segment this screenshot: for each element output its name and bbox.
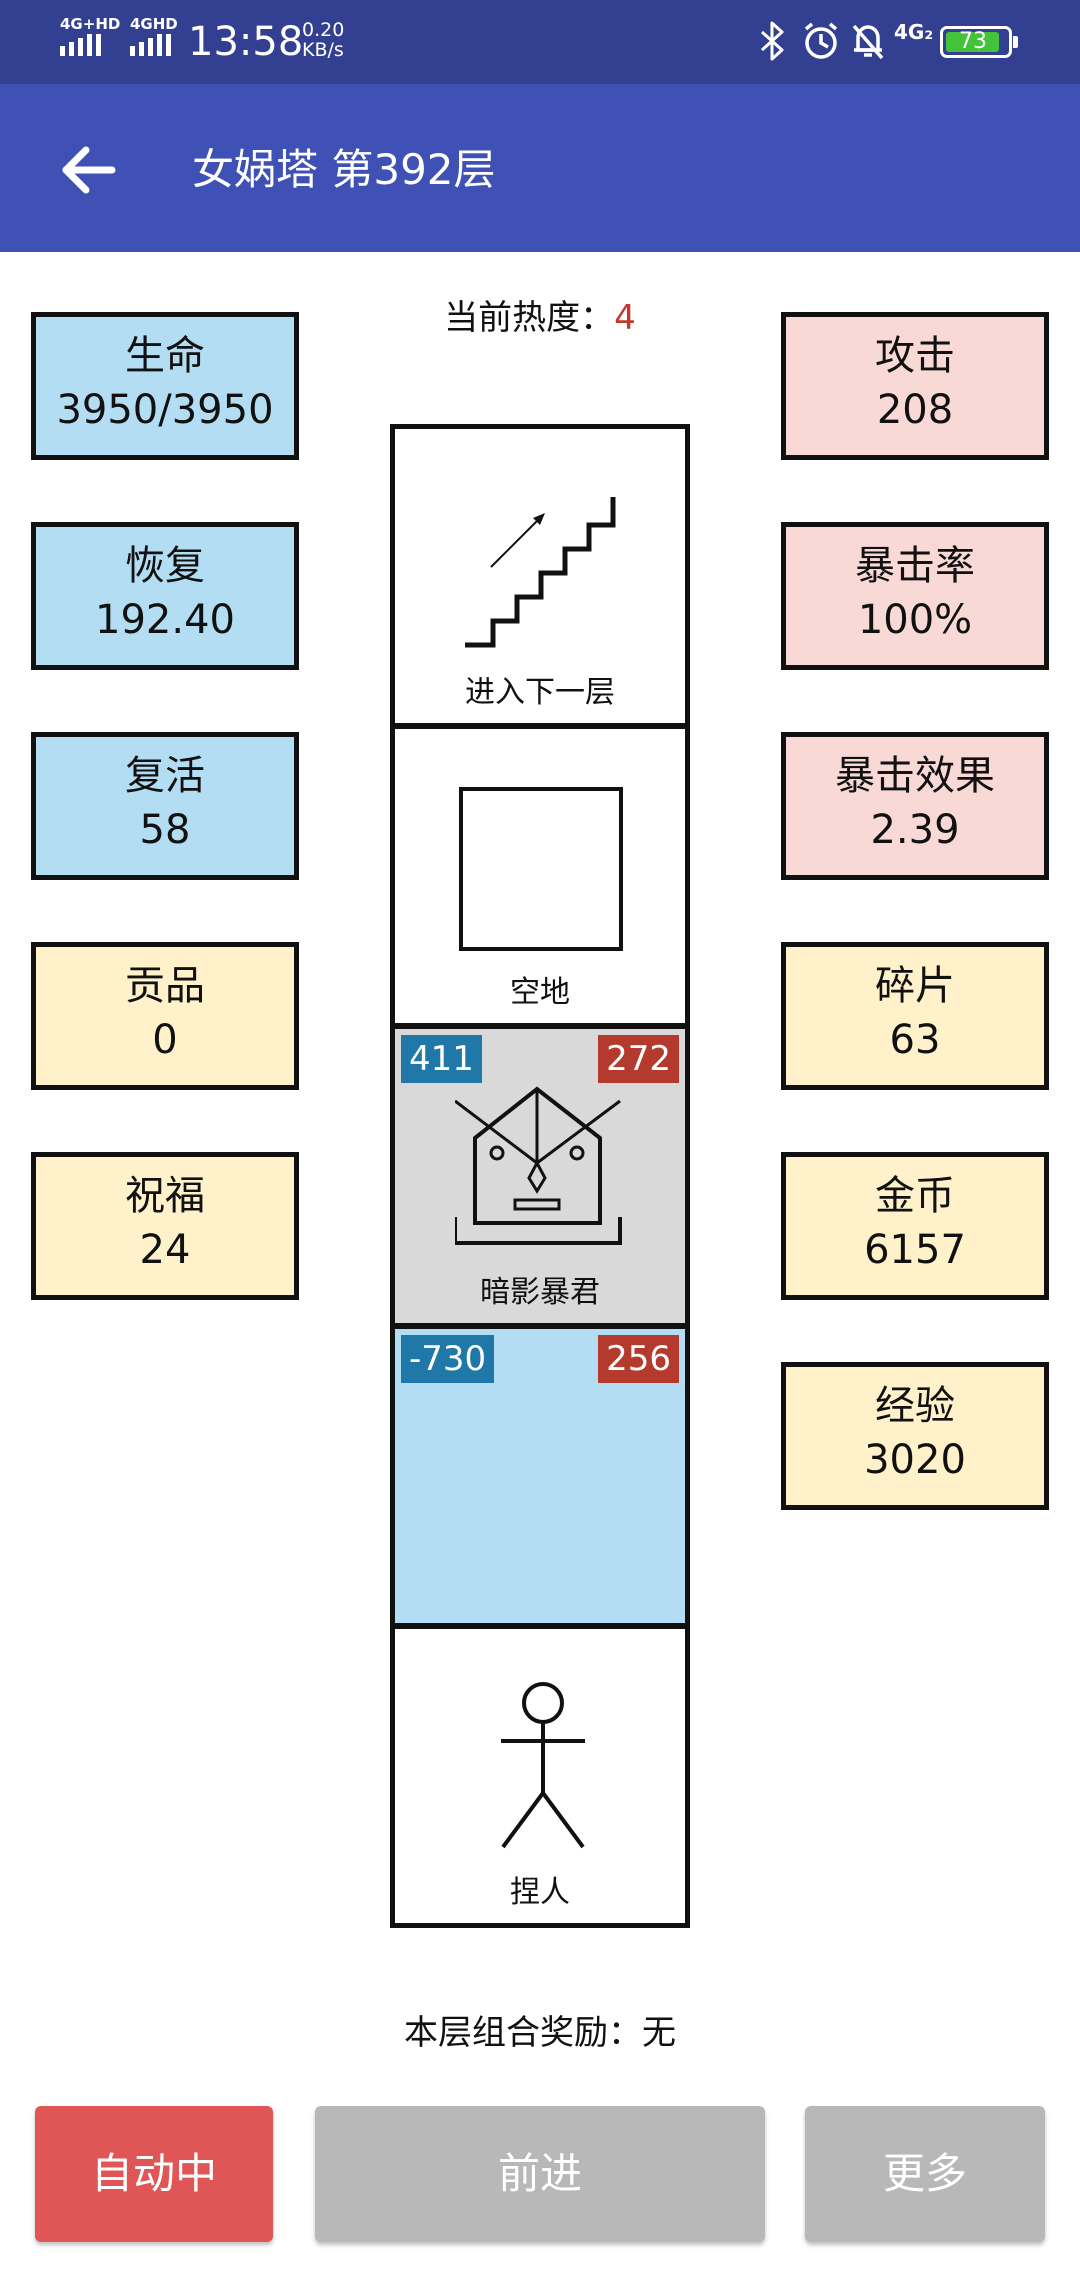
tower-cell-stairs[interactable]: 进入下一层 [390, 424, 690, 728]
stat-label: 碎片 [875, 963, 955, 1009]
stat-label: 经验 [875, 1383, 955, 1429]
stat-value: 3020 [864, 1437, 966, 1483]
tower-cell-empty[interactable]: 空地 [390, 724, 690, 1028]
signal-bars-icon [60, 34, 101, 56]
bluetooth-icon [760, 21, 784, 61]
back-arrow-icon[interactable] [56, 138, 120, 202]
stat-value: 3950/3950 [56, 387, 274, 433]
stat-label: 生命 [125, 333, 205, 379]
cell-label: 捏人 [510, 1875, 570, 1910]
stat-tribute: 贡品 0 [31, 942, 299, 1090]
stat-value: 192.40 [95, 597, 235, 643]
stat-value: 100% [857, 597, 973, 643]
signal-label-1: 4G+HD [60, 15, 121, 33]
stat-recovery: 恢复 192.40 [31, 522, 299, 670]
network-speed: 0.20 KB/s [302, 20, 344, 60]
empty-square-icon [459, 787, 623, 951]
battery-icon: 73 [940, 26, 1018, 58]
stat-label: 暴击率 [855, 543, 975, 589]
page-title: 女娲塔 第392层 [192, 145, 496, 194]
stat-blessing: 祝福 24 [31, 1152, 299, 1300]
blank-attack-badge: 256 [598, 1335, 679, 1383]
network-type: 4G₂ [894, 20, 934, 44]
stat-value: 2.39 [870, 807, 960, 853]
stat-label: 祝福 [125, 1173, 205, 1219]
stat-value: 0 [152, 1017, 178, 1063]
stat-label: 暴击效果 [835, 753, 995, 799]
clock: 13:58 [188, 19, 304, 65]
stat-life: 生命 3950/3950 [31, 312, 299, 460]
bonus-label: 本层组合奖励： [404, 2013, 642, 2053]
tower-cell-blank[interactable]: -730 256 [390, 1324, 690, 1628]
stat-label: 金币 [875, 1173, 955, 1219]
stat-gold: 金币 6157 [781, 1152, 1049, 1300]
stat-attack: 攻击 208 [781, 312, 1049, 460]
speed-value: 0.20 [302, 19, 345, 41]
stat-revive: 复活 58 [31, 732, 299, 880]
enemy-hp-badge: 411 [401, 1035, 482, 1083]
stat-value: 63 [889, 1017, 941, 1063]
bonus-value: 无 [642, 2013, 676, 2053]
heat-value: 4 [614, 298, 636, 338]
enemy-attack-badge: 272 [598, 1035, 679, 1083]
cell-label: 进入下一层 [465, 675, 615, 710]
app-bar: 女娲塔 第392层 [0, 84, 1080, 252]
forward-button[interactable]: 前进 [315, 2106, 765, 2242]
stat-value: 208 [876, 387, 954, 433]
stat-label: 贡品 [125, 963, 205, 1009]
stat-value: 6157 [864, 1227, 966, 1273]
stat-value: 24 [139, 1227, 191, 1273]
blank-hp-badge: -730 [401, 1335, 495, 1383]
signal-bars-icon [130, 34, 171, 56]
stat-fragments: 碎片 63 [781, 942, 1049, 1090]
cell-label: 空地 [510, 975, 570, 1010]
status-bar: 4G+HD 4GHD 13:58 0.20 KB/s 4G₂ 73 [0, 0, 1080, 84]
stick-figure-icon [501, 1682, 585, 1849]
stat-experience: 经验 3020 [781, 1362, 1049, 1510]
cell-label: 暗影暴君 [480, 1275, 600, 1310]
tower-cell-player[interactable]: 捏人 [390, 1624, 690, 1928]
more-button[interactable]: 更多 [805, 2106, 1045, 2242]
bell-off-icon [852, 24, 884, 60]
auto-button[interactable]: 自动中 [35, 2106, 273, 2242]
stat-crit-effect: 暴击效果 2.39 [781, 732, 1049, 880]
alarm-icon [804, 22, 838, 59]
signal-label-2: 4GHD [130, 15, 178, 33]
shadow-tyrant-icon [455, 1086, 622, 1245]
floor-bonus: 本层组合奖励：无 [0, 2010, 1080, 2056]
stat-label: 攻击 [875, 333, 955, 379]
heat-label: 当前热度： [444, 298, 615, 338]
stat-label: 恢复 [125, 543, 205, 589]
stat-label: 复活 [125, 753, 205, 799]
stat-value: 58 [139, 807, 191, 853]
stairs-icon [465, 497, 616, 648]
tower-cell-enemy[interactable]: 411 272 暗影暴君 [390, 1024, 690, 1328]
speed-unit: KB/s [302, 39, 344, 61]
heat-indicator: 当前热度：4 [0, 296, 1080, 340]
battery-level: 73 [959, 29, 987, 54]
stat-crit-rate: 暴击率 100% [781, 522, 1049, 670]
